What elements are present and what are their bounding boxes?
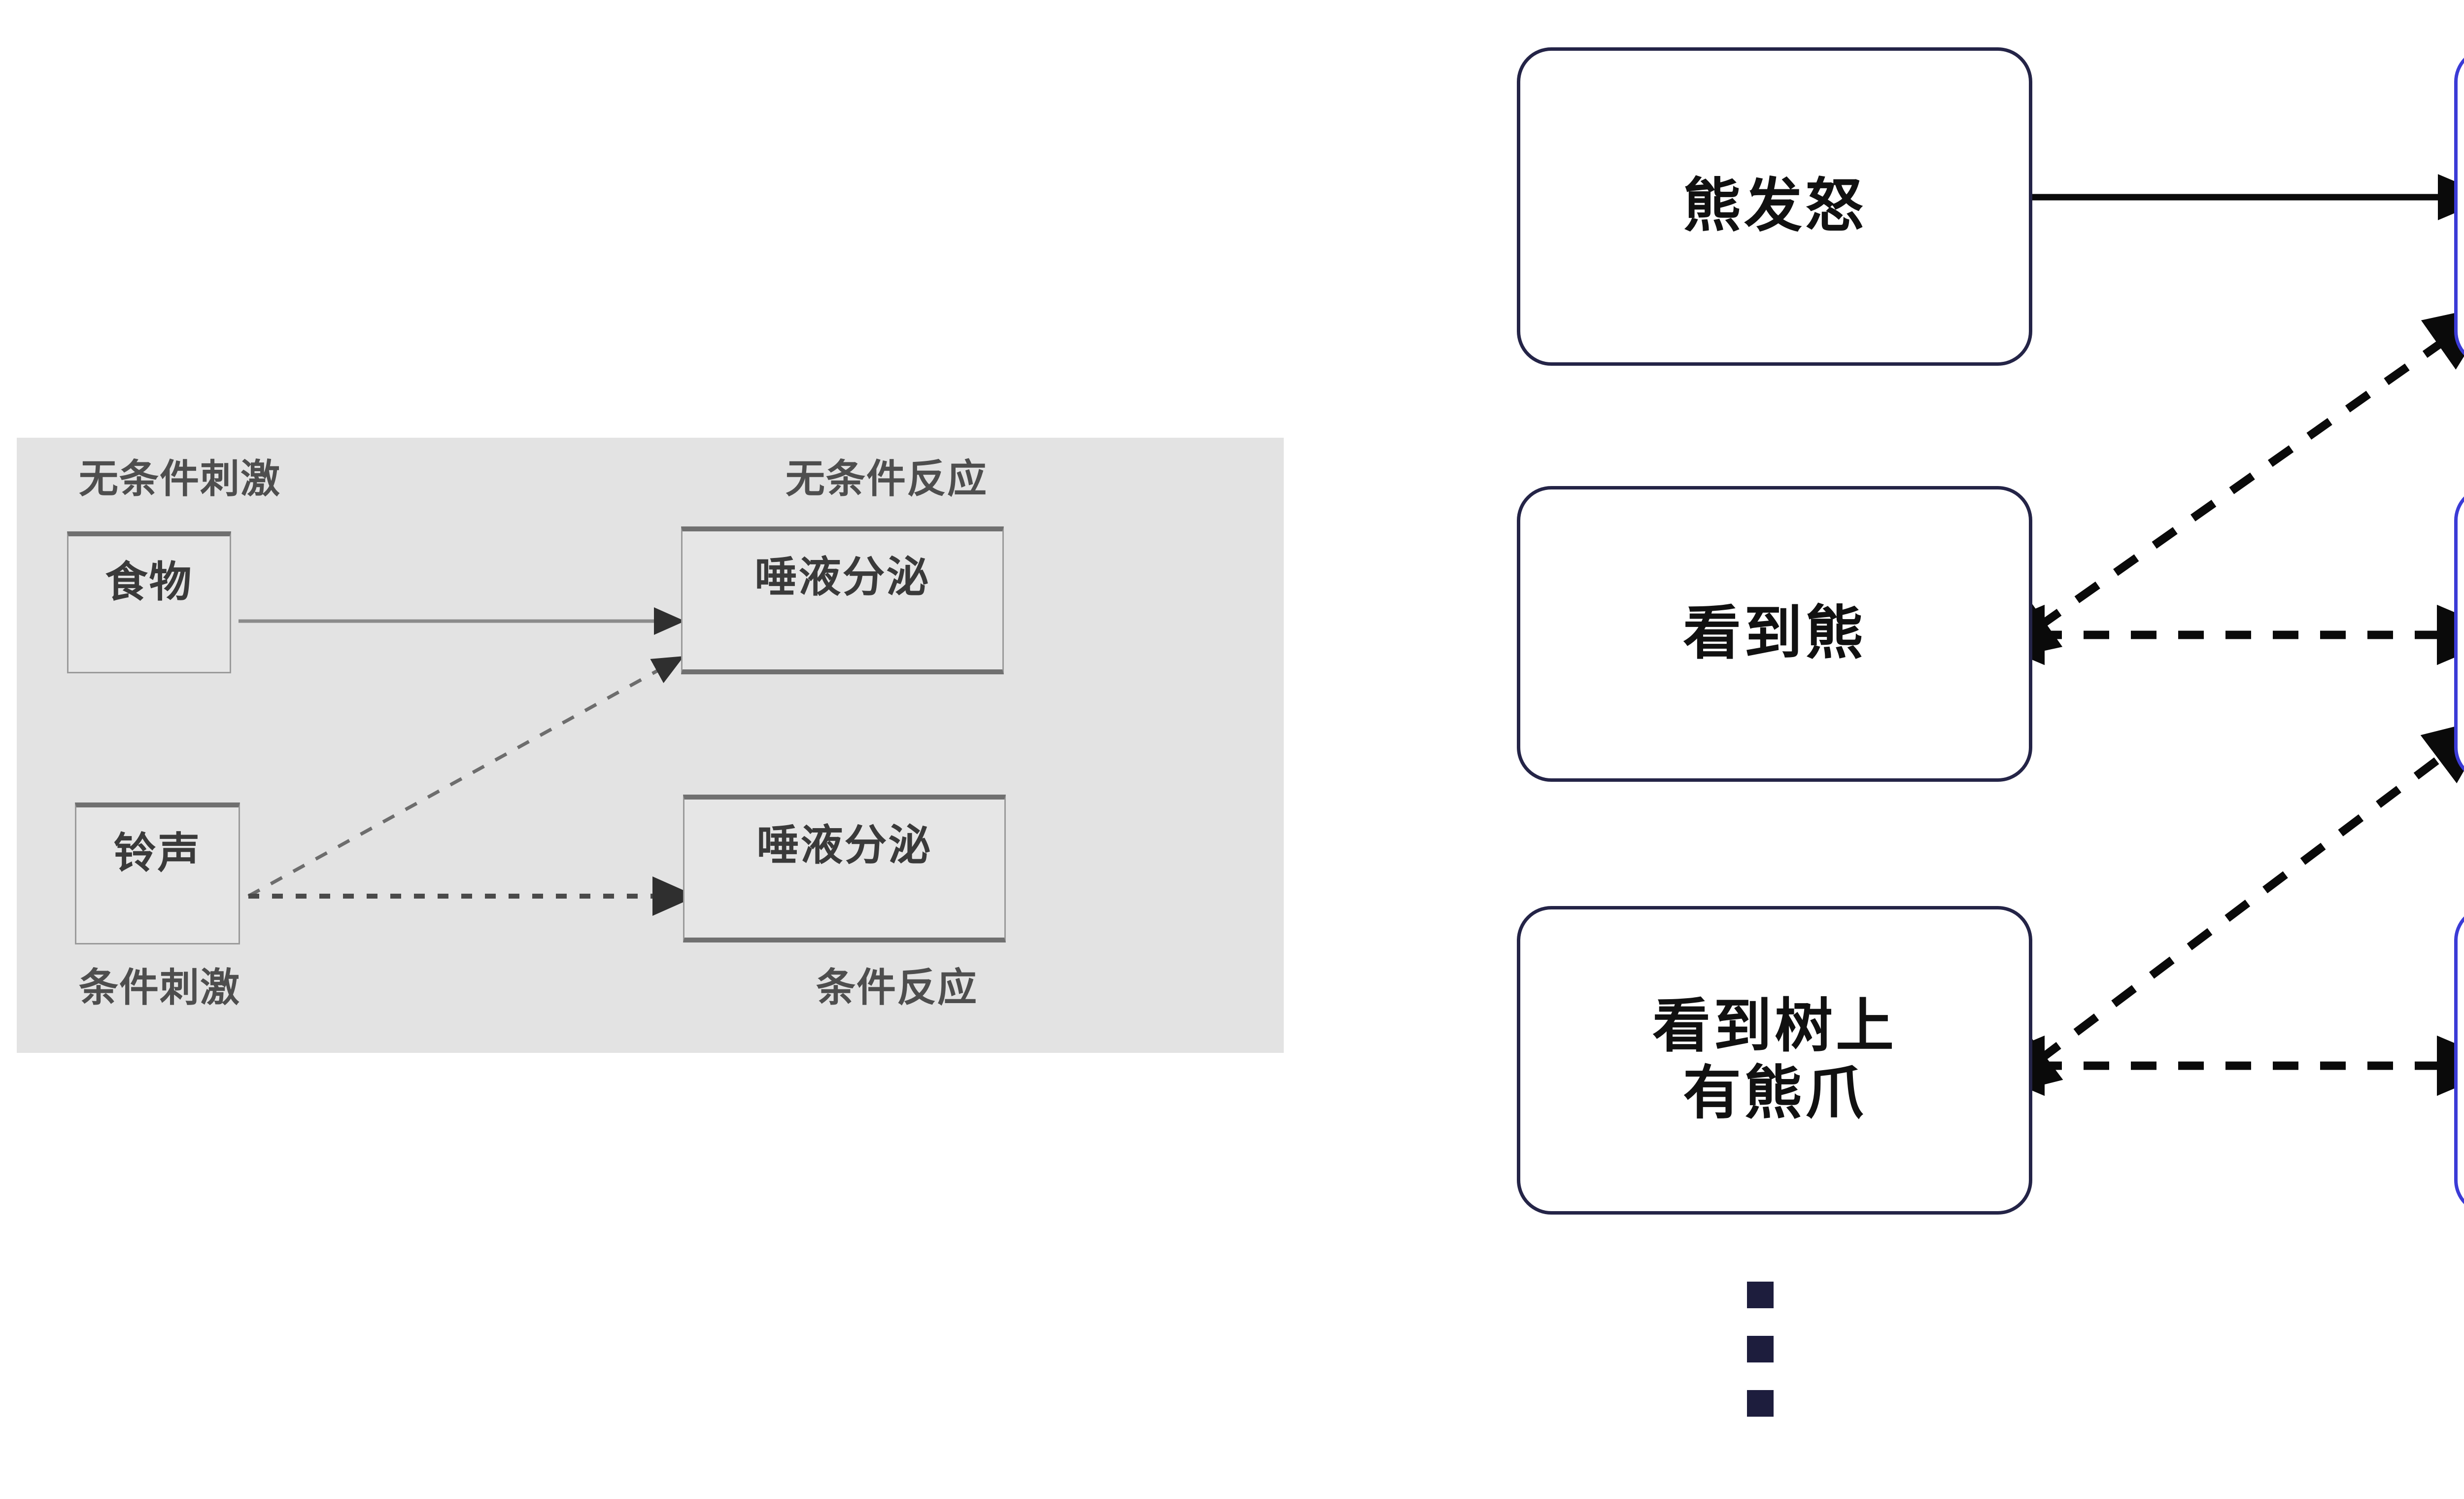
rl-node-bear-angry-label: 熊发怒 [1682, 174, 1866, 239]
label-unconditioned-response: 无条件反应 [786, 457, 988, 501]
rl-node-v-s[interactable]: V(s) [2454, 906, 2464, 1215]
pavlov-box-salivation-conditioned-label: 唾液分泌 [756, 822, 932, 869]
pavlov-box-salivation-unconditioned-label: 唾液分泌 [754, 554, 930, 601]
pavlov-box-salivation-conditioned: 唾液分泌 [683, 795, 1006, 942]
rl-node-see-bear-label: 看到熊 [1682, 601, 1866, 666]
label-conditioned-stimulus: 条件刺激 [79, 966, 240, 1010]
pavlov-box-food-label: 食物 [105, 558, 193, 606]
rl-node-see-bear[interactable]: 看到熊 [1517, 486, 2032, 782]
rl-value-propagation-diagram: 熊发怒 看到熊 看到树上 有熊爪 奖励 V(s′) V(s) [1429, 0, 2464, 1499]
rl-connectors [1973, 174, 2464, 1099]
ellipsis-dot [1747, 1282, 1774, 1308]
pavlov-box-food: 食物 [67, 531, 231, 673]
ellipsis-dot [1747, 1336, 1774, 1362]
pavlov-conditioning-panel: 无条件刺激 无条件反应 条件刺激 条件反应 食物 铃声 唾液分泌 唾液分泌 [17, 438, 1284, 1053]
rl-node-claw-in-tree-label: 看到树上 有熊爪 [1652, 993, 1897, 1127]
ellipsis-dot [1747, 1390, 1774, 1417]
pavlov-box-bell: 铃声 [75, 802, 240, 944]
pavlov-connectors [239, 607, 697, 916]
pavlov-box-salivation-unconditioned: 唾液分泌 [681, 526, 1004, 674]
rl-node-reward[interactable]: 奖励 [2454, 47, 2464, 366]
rl-node-bear-angry[interactable]: 熊发怒 [1517, 47, 2032, 366]
rl-node-claw-in-tree[interactable]: 看到树上 有熊爪 [1517, 906, 2032, 1215]
pavlov-box-bell-label: 铃声 [113, 830, 202, 877]
label-conditioned-response: 条件反应 [816, 966, 978, 1010]
label-unconditioned-stimulus: 无条件刺激 [79, 457, 281, 501]
rl-node-v-s-prime[interactable]: V(s′) [2454, 486, 2464, 782]
rl-node-claw-line-2: 有熊爪 [1682, 1061, 1866, 1126]
rl-node-claw-line-1: 看到树上 [1652, 994, 1897, 1059]
vertical-ellipsis-left [1747, 1282, 1774, 1417]
